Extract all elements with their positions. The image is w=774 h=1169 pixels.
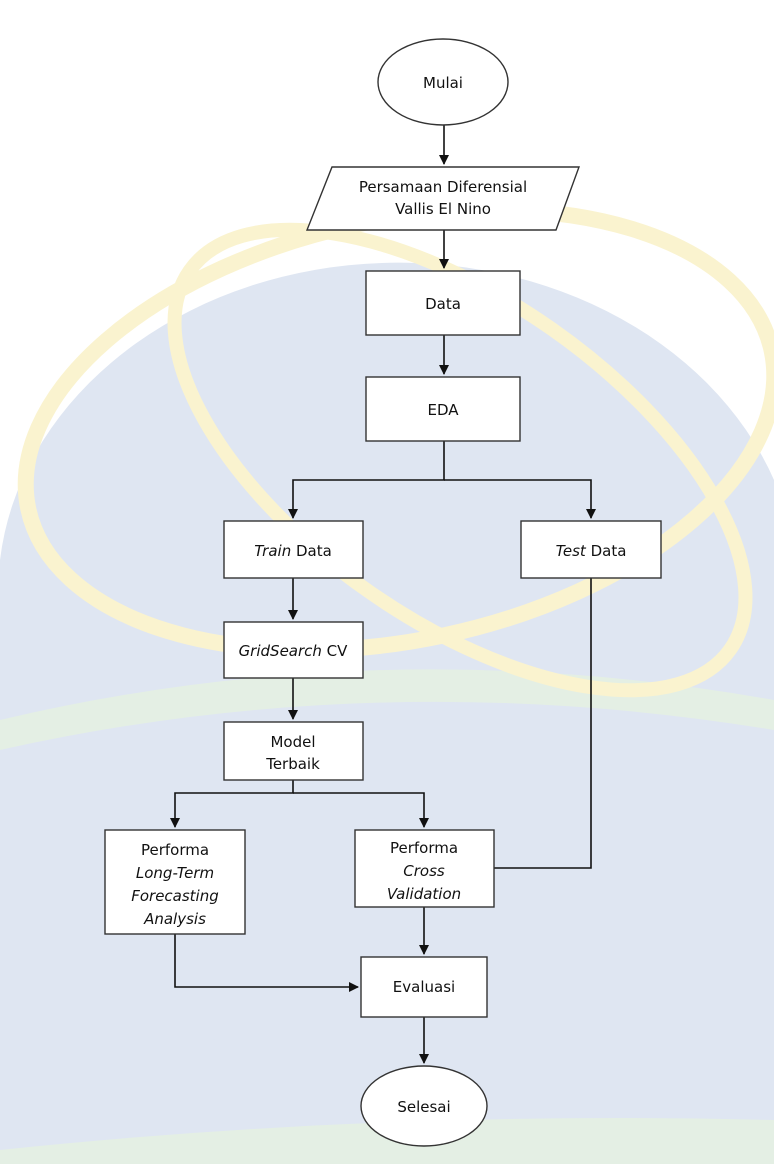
gridsearch-label-em: GridSearch <box>239 642 322 660</box>
cv-label-line2: Cross <box>403 862 445 880</box>
eda-label: EDA <box>427 401 459 419</box>
train-data-label-em: Train <box>254 542 291 560</box>
eda-box <box>365 376 521 442</box>
arrow-model-cv <box>293 792 429 828</box>
watermark-band-bottom <box>0 1118 774 1164</box>
model-label-line1: Model <box>270 733 315 751</box>
test-data-label-em: Test <box>556 542 587 560</box>
cv-label-line1: Performa <box>390 839 458 857</box>
train-data-label: Train Data <box>254 542 332 560</box>
data-label: Data <box>425 295 461 313</box>
line-test-cv <box>494 578 592 869</box>
model-label-line2: Terbaik <box>265 755 320 773</box>
arrow-longterm-evaluasi <box>174 934 359 992</box>
evaluasi-label: Evaluasi <box>393 978 455 996</box>
longterm-label-line3: Forecasting <box>131 887 219 905</box>
longterm-label-line1: Performa <box>141 841 209 859</box>
gridsearch-label: GridSearch CV <box>239 642 349 660</box>
model-terbaik-box <box>223 721 364 781</box>
arrow-eda-train <box>288 441 445 519</box>
input-label-line2: Vallis El Nino <box>395 200 491 218</box>
input-parallelogram <box>305 166 581 231</box>
longterm-label-line4: Analysis <box>143 910 206 928</box>
end-label: Selesai <box>397 1098 450 1116</box>
start-terminator <box>377 38 509 126</box>
longterm-label-line2b: Term <box>177 864 214 882</box>
performa-cv-box <box>354 829 495 908</box>
test-data-box <box>520 520 662 579</box>
test-data-label: Test Data <box>556 542 627 560</box>
input-label-line1: Persamaan Diferensial <box>359 178 527 196</box>
gridsearch-box <box>223 621 364 679</box>
arrow-model-longterm <box>170 780 294 828</box>
start-label: Mulai <box>423 74 463 92</box>
performa-longterm-box <box>104 829 246 935</box>
watermark-logo <box>0 201 774 1164</box>
test-data-label-rest: Data <box>586 542 627 560</box>
evaluasi-box <box>360 956 488 1018</box>
end-terminator <box>360 1065 488 1147</box>
longterm-label-line2a: Long- <box>136 864 178 882</box>
connectors <box>170 125 596 1064</box>
cv-label-line3: Validation <box>387 885 461 903</box>
gridsearch-label-rest: CV <box>322 642 348 660</box>
data-box <box>365 270 521 336</box>
arrow-eda-test <box>444 479 596 519</box>
watermark-orbit-2 <box>167 222 753 698</box>
longterm-label-line2: Long-Term <box>136 864 214 882</box>
train-data-box <box>223 520 364 579</box>
train-data-label-rest: Data <box>291 542 332 560</box>
